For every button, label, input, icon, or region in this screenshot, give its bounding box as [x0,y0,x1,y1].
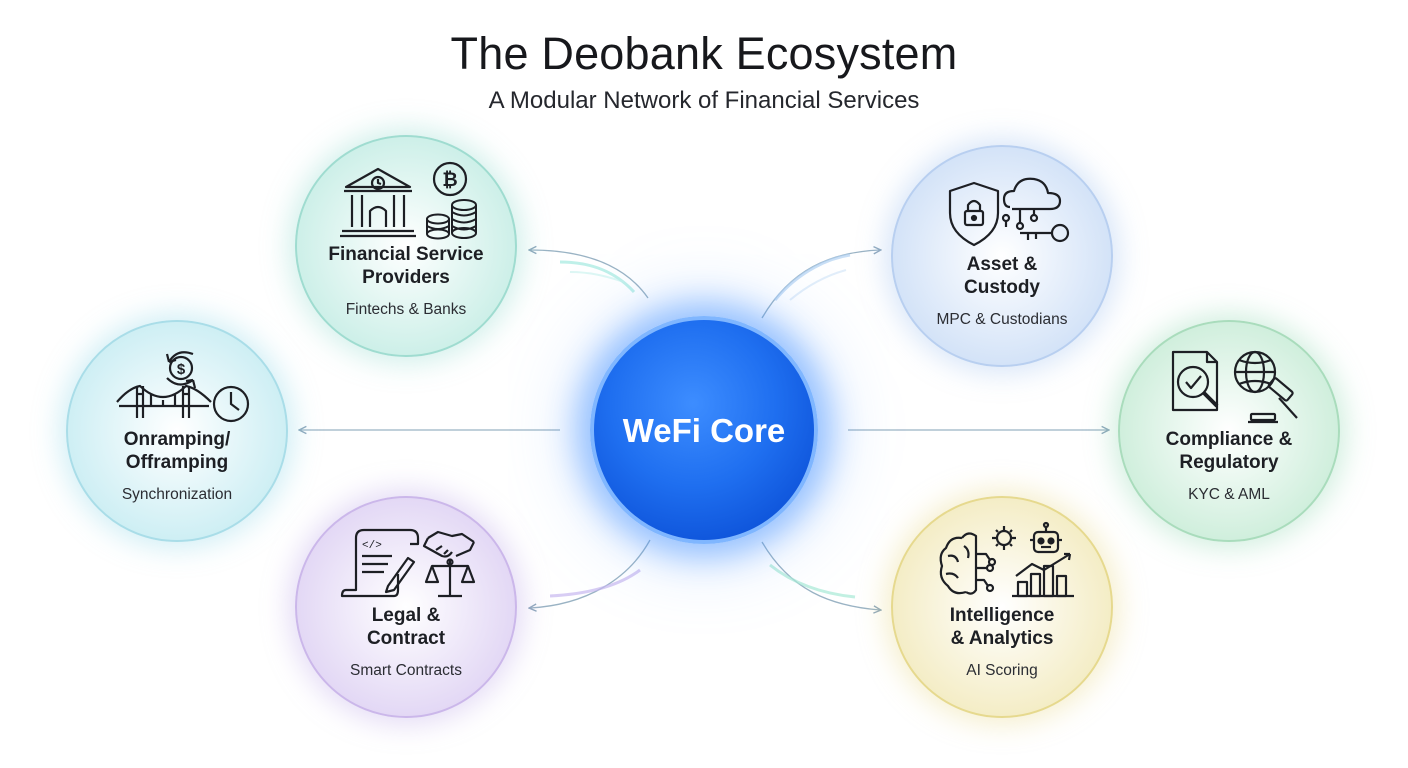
page-title: The Deobank Ecosystem [450,28,958,79]
node-sublabel: Synchronization [121,486,233,503]
svg-text:₿: ₿ [442,170,457,191]
connector-legal [530,539,651,608]
connector-custody [761,250,880,319]
wefi-core-node[interactable]: WeFi Core [590,316,818,544]
bank-icon [340,167,416,238]
node-label: Financial Service Providers [328,244,484,288]
bar-chart-icon [1012,552,1074,598]
node-sublabel: Fintechs & Banks [345,301,467,318]
node-sublabel: AI Scoring [966,662,1038,679]
node-intelligence-analytics[interactable]: Intelligence & Analytics AI Scoring [891,496,1113,718]
gear-icon [992,526,1016,550]
connector-financial [530,250,649,299]
node-financial-service-providers[interactable]: ₿ Financial Service Providers Fintechs &… [295,135,517,357]
page-subtitle: A Modular Network of Financial Services [488,87,920,114]
node-label: Asset & Custody [964,254,1040,298]
node-sublabel: Smart Contracts [350,662,462,679]
cloud-icon [1001,177,1062,231]
connector-intel [761,541,880,610]
brain-icon [939,532,997,595]
node-sublabel: KYC & AML [1188,486,1270,503]
code-scroll-icon: </> [340,528,420,598]
core-label: WeFi Core [622,412,786,449]
node-label: Intelligence & Analytics [949,605,1055,649]
connector-compliance [848,414,1108,440]
clock-icon [212,385,250,423]
gavel-icon [1248,377,1298,424]
node-sublabel: MPC & Custodians [936,311,1068,328]
node-asset-custody[interactable]: Asset & Custody MPC & Custodians [891,145,1113,367]
node-label: Legal & Contract [366,605,446,649]
currency-exchange-icon: $ [165,351,197,389]
financial-icons: ₿ [340,161,477,240]
bitcoin-icon: ₿ [432,161,468,197]
robot-icon [1030,521,1062,554]
globe-icon [1233,350,1277,394]
node-label: Compliance & Regulatory [1165,429,1293,473]
node-onramping-offramping[interactable]: $ Onramping/ Offramping Synchronization [66,320,288,542]
legal-icons: </> [340,528,476,598]
coin-stack-icon [426,199,477,240]
scales-icon [424,558,476,598]
shield-lock-icon [948,181,1000,247]
svg-text:$: $ [177,361,186,378]
custody-icons [948,177,1070,247]
compliance-icons [1171,350,1298,424]
intel-icons [939,521,1074,598]
connector-onramp [300,412,560,440]
node-compliance-regulatory[interactable]: Compliance & Regulatory KYC & AML [1118,320,1340,542]
handshake-icon [422,530,475,558]
node-label: Onramping/ Offramping [123,429,231,473]
svg-text:</>: </> [362,540,382,552]
document-search-icon [1171,350,1219,412]
key-icon [1020,223,1070,243]
onramp-icons: $ [116,351,250,423]
bridge-icon [116,384,212,418]
node-legal-contract[interactable]: </> Legal & Contract Smart Contracts [295,496,517,718]
